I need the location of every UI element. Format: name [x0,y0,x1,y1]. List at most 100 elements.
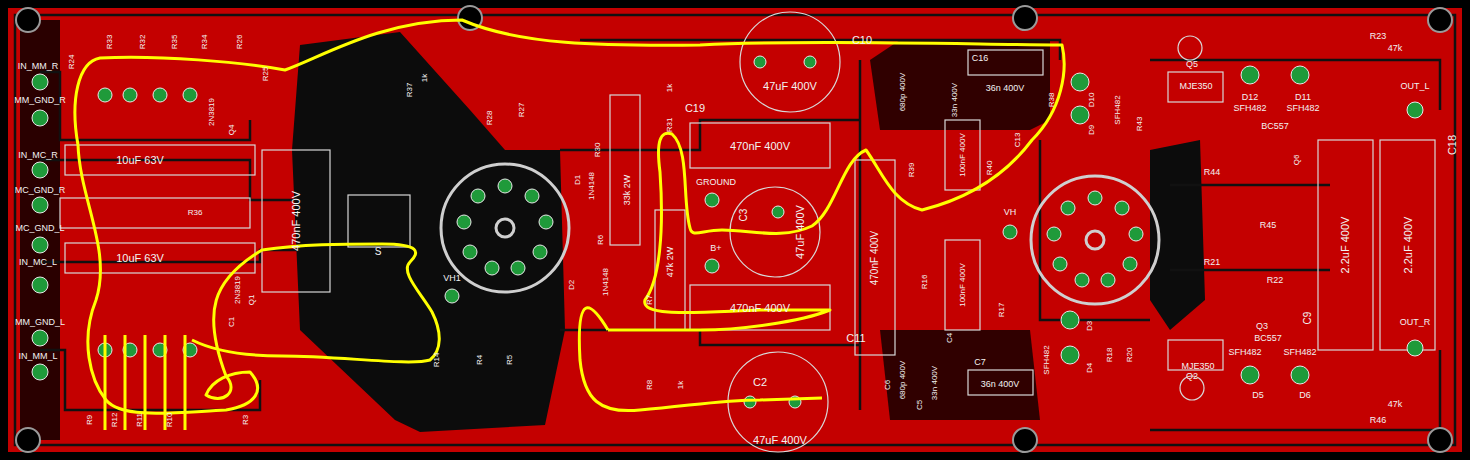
silkscreen-label: 47k [1388,400,1403,409]
silkscreen-label: 33n 400V [931,366,939,400]
electrolytic-capacitor-outline [740,12,840,112]
pad [1061,346,1079,364]
silkscreen-label: D10 [1088,93,1096,108]
pad [498,179,512,193]
trace [1170,269,1330,272]
silkscreen-label: R12 [111,413,119,428]
silkscreen-label: 47k 2W [666,247,675,278]
resistor-outline [610,95,640,245]
silkscreen-label: R46 [1370,416,1387,425]
trace [40,350,260,410]
pad [485,261,499,275]
silkscreen-label: R45 [1260,221,1277,230]
silkscreen-label: MC_GND_R [15,186,66,195]
silkscreen-label: OUT_R [1400,318,1431,327]
mounting-hole [16,428,40,452]
silkscreen-label: R21 [1204,258,1221,267]
silkscreen-label: MJE350 [1181,362,1214,371]
pad [32,237,48,253]
silkscreen-label: 100nF 400V [959,263,967,307]
board-edge-trace [15,15,1455,445]
mounting-hole [16,8,40,32]
silkscreen-label: R20 [1126,348,1134,363]
silkscreen-label: C9 [1303,312,1313,325]
silkscreen-label: R36 [188,209,203,217]
pad [705,193,719,207]
capacitor-outline [945,240,980,330]
highlight-lines [75,20,1064,430]
pad [123,88,137,102]
silkscreen-label: 2N3819 [234,276,242,304]
silkscreen-label: 47uF 400V [763,81,817,92]
silkscreen-label: VH [1004,208,1017,217]
pad [1407,102,1423,118]
silkscreen-label: 36n 400V [986,84,1025,93]
silkscreen-label: 1k [666,84,674,92]
pad [1061,201,1075,215]
tube-sockets [441,164,1159,304]
capacitor-outline [855,160,895,355]
silkscreen-label: SFH482 [1114,95,1122,124]
pad [32,330,48,346]
trace [1150,350,1440,430]
silkscreen-label: SFH482 [1233,104,1266,113]
silkscreen-label: BC557 [1261,122,1289,131]
capacitor-outline [968,50,1043,75]
silkscreen-label: R40 [986,161,994,176]
capacitor-outline [968,370,1033,395]
silkscreen-label: C6 [884,380,892,390]
pad [1241,66,1259,84]
silkscreen-label: R44 [1204,168,1221,177]
silkscreen-label: R7 [646,295,654,305]
silkscreen-label: D4 [1086,363,1094,373]
pad [445,289,459,303]
pad [1407,340,1423,356]
silkscreen-label: R26 [236,35,244,50]
silkscreen-label: 1N4148 [602,268,610,296]
transistor-outline [1168,340,1223,370]
tube-socket [1031,176,1159,304]
transistor-outline [1178,36,1202,60]
trace [1150,60,1440,110]
silkscreen-label: MM_GND_L [15,318,65,327]
pad [32,162,48,178]
pad [705,259,719,273]
pad [1291,66,1309,84]
silkscreen-label: 470nF 400V [730,303,790,314]
clearance-areas [20,20,1205,440]
silkscreen-label: B+ [710,244,721,253]
silkscreen-label: Q4 [228,125,236,136]
silkscreen-label: R32 [139,35,147,50]
pad [1291,366,1309,384]
silkscreen-label: R31 [666,118,674,133]
silkscreen-label: R11 [136,413,144,427]
silkscreen-label: R38 [1048,93,1056,108]
copper-pour [8,8,1462,452]
silkscreen-label: 33n 400V [951,83,959,117]
silkscreen-label: 2N3819 [208,98,216,126]
pad [32,110,48,126]
silkscreen-label: 47k [1388,44,1403,53]
silkscreen-label: R27 [518,103,526,118]
silkscreen-label: C13 [1014,133,1022,148]
silkscreen-label: 680p 400V [899,73,907,112]
silkscreen-label: MC_GND_L [15,224,64,233]
silkscreen-label: 33k 2W [623,175,632,206]
silkscreen-label: 100nF 400V [959,133,967,177]
silkscreen-label: IN_MC_R [18,151,58,160]
silkscreen-label: Q5 [1186,60,1198,69]
silkscreen-label: IN_MM_R [18,62,59,71]
silkscreen-label: D6 [1299,391,1311,400]
clearance-area [292,32,565,432]
silkscreen-label: R4 [476,355,484,365]
silkscreen-label: D3 [1086,321,1094,331]
silkscreen-label: R28 [486,111,494,126]
pad [32,74,48,90]
pad [1129,227,1143,241]
socket-center [496,219,514,237]
silkscreen-label: R5 [506,355,514,365]
silkscreen-label: R17 [998,303,1006,318]
pad [1075,273,1089,287]
